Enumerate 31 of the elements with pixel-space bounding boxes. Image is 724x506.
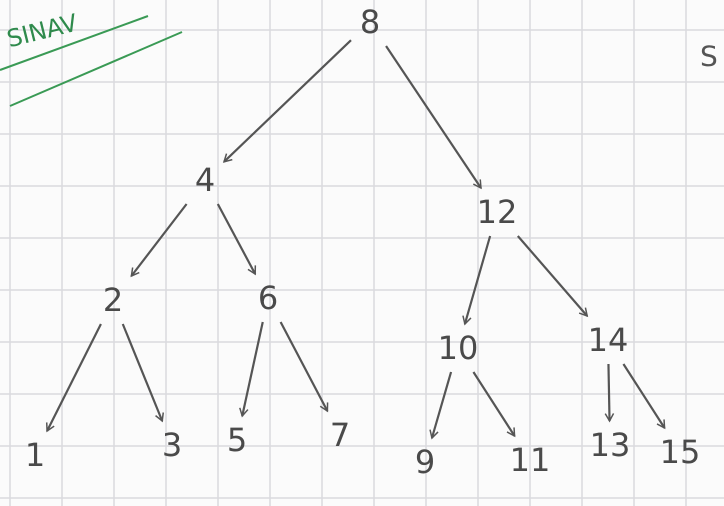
- node-number: 11: [510, 441, 550, 479]
- arrow: [223, 39, 352, 163]
- node-number: 5: [226, 421, 248, 459]
- arrow: [239, 322, 264, 417]
- node-number: 2: [102, 281, 124, 319]
- node-number: 13: [590, 426, 630, 464]
- node-number: 7: [330, 416, 350, 454]
- letter: S: [700, 40, 718, 73]
- arrow: [280, 322, 328, 412]
- node-number: 10: [438, 329, 478, 367]
- arrow: [516, 235, 588, 317]
- node-number: 9: [414, 443, 436, 481]
- node-number: 4: [194, 161, 216, 199]
- arrow: [122, 324, 164, 422]
- node-number: 8: [360, 3, 380, 41]
- arrow: [429, 372, 452, 439]
- heading-word: SINAV: [4, 8, 80, 54]
- node-number: 12: [476, 193, 518, 231]
- arrow: [216, 203, 256, 275]
- arrow: [130, 203, 188, 277]
- node-number: 1: [24, 436, 46, 474]
- arrow: [604, 364, 614, 422]
- arrow: [472, 371, 516, 437]
- arrow: [622, 363, 666, 429]
- node-number: 6: [258, 279, 278, 317]
- arrow: [46, 324, 102, 432]
- node-number: 3: [162, 426, 182, 464]
- node-number: 14: [588, 321, 628, 359]
- arrow: [462, 236, 492, 325]
- node-number: 15: [660, 433, 700, 471]
- arrow: [385, 45, 482, 189]
